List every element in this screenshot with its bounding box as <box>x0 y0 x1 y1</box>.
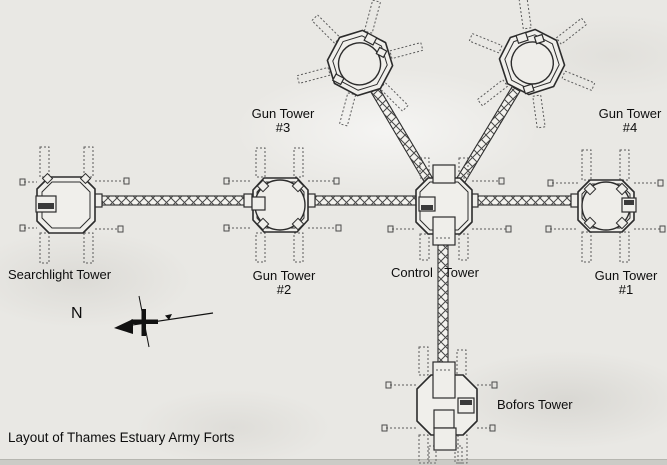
gun-tower-2-structure <box>223 147 342 263</box>
gun-tower-4-number: #4 <box>622 120 638 135</box>
label-gun-tower-3: Gun Tower #3 <box>243 107 323 135</box>
walkway-control-gun1 <box>469 193 580 208</box>
gun-tower-1-number: #1 <box>618 282 634 297</box>
label-gun-tower-2: Gun Tower #2 <box>246 269 322 297</box>
gun-tower-3-number: #3 <box>275 120 291 135</box>
label-bofors-tower: Bofors Tower <box>497 397 573 412</box>
label-compass-north: N <box>71 305 83 322</box>
diagram-caption: Layout of Thames Estuary Army Forts <box>8 430 235 445</box>
searchlight-tower-structure <box>19 146 130 264</box>
label-gun-tower-1: Gun Tower #1 <box>588 269 664 297</box>
gun-tower-2-name: Gun Tower <box>252 268 316 283</box>
control-tower-structure <box>387 157 512 261</box>
gun-tower-1-name: Gun Tower <box>594 268 658 283</box>
walkway-searchlight-gun2 <box>93 193 253 208</box>
label-searchlight-tower: Searchlight Tower <box>8 267 112 282</box>
bofors-tower-structure <box>381 346 498 464</box>
gun-tower-3-name: Gun Tower <box>251 106 315 121</box>
gun-tower-3-structure <box>296 0 424 127</box>
gun-tower-1-structure <box>545 149 666 263</box>
label-gun-tower-4: Gun Tower #4 <box>593 107 667 135</box>
label-control-tower: Control Tower <box>391 265 479 280</box>
walkway-gun3-control <box>370 86 434 185</box>
gun-tower-4-structure <box>468 0 596 129</box>
scan-edge-artifact <box>0 459 667 465</box>
gun-tower-4-name: Gun Tower <box>598 106 662 121</box>
walkway-gun2-control <box>306 193 417 208</box>
gun-tower-2-number: #2 <box>276 282 292 297</box>
walkway-control-bofors <box>437 244 449 366</box>
compass-rose <box>114 295 214 348</box>
